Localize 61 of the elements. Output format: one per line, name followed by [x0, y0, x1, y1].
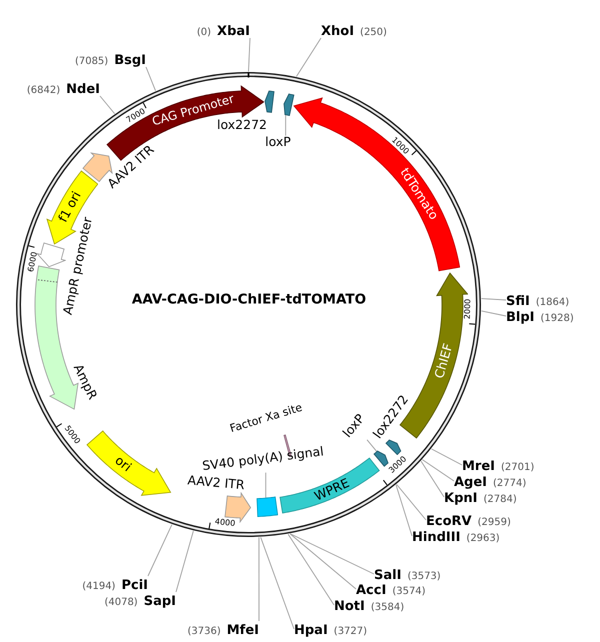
lox-site-feature	[372, 450, 389, 468]
leader-line	[288, 534, 334, 606]
leader-line	[396, 484, 412, 536]
feature-label: SV40 poly(A) signal	[202, 445, 324, 473]
leader-line	[422, 459, 454, 482]
feature-label: loxP	[265, 136, 291, 148]
plasmid-title: AAV-CAG-DIO-ChIEF-tdTOMATO	[132, 293, 366, 307]
feature-label: f1 ori	[56, 190, 83, 225]
restriction-site-label: SfiI (1864)	[506, 292, 570, 308]
restriction-site-label: EcoRV (2959)	[426, 512, 511, 528]
restriction-site-label: MreI (2701)	[462, 457, 534, 473]
restriction-site-label: HpaI (3727)	[294, 621, 368, 637]
coordinate-label: 2000	[464, 298, 472, 320]
leader-line	[260, 536, 294, 630]
feature-label: Factor Xa site	[228, 402, 304, 434]
coordinate-label: 6000	[27, 251, 40, 273]
promoter-feature	[106, 84, 264, 161]
restriction-site-label: AgeI (2774)	[454, 473, 526, 489]
promoter-feature	[36, 242, 66, 268]
restriction-site-label: (0) XbaI	[196, 22, 250, 38]
leader-line	[290, 533, 356, 590]
leader-line	[148, 524, 172, 576]
restriction-site-label: (6842) NdeI	[26, 80, 100, 96]
restriction-site-label: SalI (3573)	[374, 566, 441, 582]
feature-label: lox2272	[217, 118, 267, 132]
leader-line	[396, 484, 426, 520]
restriction-site-label: HindIII (2963)	[412, 528, 500, 544]
restriction-site-label: (4194) PciI	[82, 576, 148, 592]
origin-feature	[86, 430, 172, 497]
leader-line	[285, 114, 286, 136]
restriction-site-label: KpnI (2784)	[444, 489, 517, 505]
feature-label: AAV2 ITR	[187, 474, 245, 492]
restriction-site-label: (3736) MfeI	[187, 621, 259, 637]
leader-line	[480, 298, 506, 300]
lox-site-feature	[264, 90, 275, 114]
leader-line	[430, 448, 462, 466]
leader-line	[290, 533, 374, 574]
leader-line	[100, 96, 116, 114]
feature-label: ChIEF	[433, 342, 455, 380]
restriction-site-label: (7085) BsgI	[74, 51, 146, 67]
terminator-feature	[256, 496, 278, 518]
coordinate-label: 7000	[125, 107, 147, 125]
leader-line	[146, 66, 156, 92]
leader-line	[420, 460, 444, 498]
leader-line	[248, 38, 250, 72]
lox-site-feature	[384, 438, 402, 456]
leader-line	[296, 38, 322, 77]
leader-line	[176, 530, 194, 592]
leader-line	[480, 310, 506, 316]
leader-line	[366, 439, 378, 452]
feature-label: ori	[112, 454, 133, 474]
restriction-site-label: XhoI (250)	[321, 22, 387, 38]
restriction-site-label: BlpI (1928)	[506, 308, 574, 324]
leader-line	[258, 536, 260, 622]
gene-feature	[292, 97, 460, 272]
leader-line	[265, 472, 266, 498]
restriction-site-label: AccI (3574)	[356, 581, 426, 597]
coordinate-label: 4000	[214, 518, 236, 528]
lox-site-feature	[282, 93, 295, 117]
restriction-site-label: (4078) SapI	[104, 592, 176, 608]
restriction-site-label: NotI (3584)	[334, 597, 404, 613]
